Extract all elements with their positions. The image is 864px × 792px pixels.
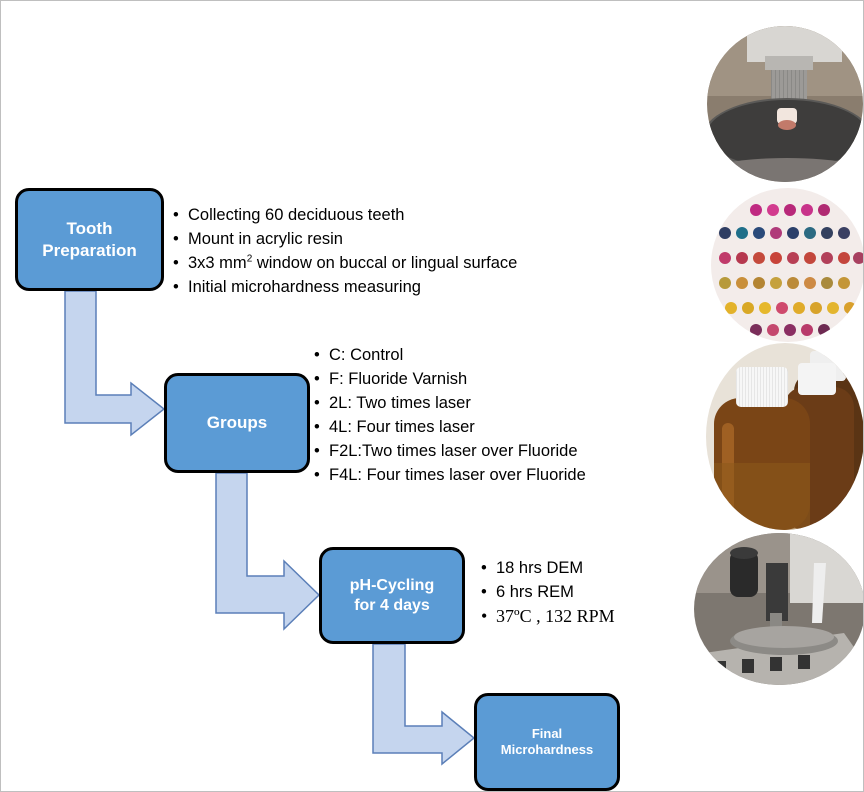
microhardness-tester-photo — [707, 26, 863, 182]
arrow-tooth-to-groups — [64, 290, 166, 437]
list-item: Collecting 60 deciduous teeth — [173, 203, 517, 227]
list-item: F4L: Four times laser over Fluoride — [314, 463, 586, 487]
step-final-line2: Microhardness — [500, 742, 594, 757]
mounted-teeth-samples-photo — [711, 188, 863, 342]
arrow-ph-to-final — [372, 643, 476, 766]
list-item: 6 hrs REM — [481, 580, 615, 604]
window-size-text: 3x3 mm — [188, 254, 247, 272]
groups-list: C: Control F: Fluoride Varnish 2L: Two t… — [314, 343, 586, 487]
amber-solution-bottles-photo — [706, 343, 863, 530]
step-final-line1: Final — [531, 725, 563, 741]
list-item: Mount in acrylic resin — [173, 227, 517, 251]
list-item: C: Control — [314, 343, 586, 367]
ph-cycling-list: 18 hrs DEM 6 hrs REM 37ºC , 132 RPM — [481, 556, 615, 628]
window-surface-text: window on buccal or lingual surface — [252, 254, 518, 272]
list-item: 37ºC , 132 RPM — [481, 604, 615, 628]
microhardness-indenter-photo — [694, 533, 863, 685]
list-item: Initial microhardness measuring — [173, 275, 517, 299]
step-ph-line2: for 4 days — [354, 596, 430, 614]
step-tooth-preparation: Tooth Preparation — [15, 188, 164, 291]
list-item: 18 hrs DEM — [481, 556, 615, 580]
step-groups-label: Groups — [206, 413, 268, 433]
tooth-preparation-list: Collecting 60 deciduous teeth Mount in a… — [173, 203, 517, 299]
step-tooth-line2: Preparation — [42, 240, 137, 260]
list-item: 3x3 mm2 window on buccal or lingual surf… — [173, 251, 517, 275]
step-groups: Groups — [164, 373, 310, 473]
list-item: 2L: Two times laser — [314, 391, 586, 415]
list-item: F: Fluoride Varnish — [314, 367, 586, 391]
squared-superscript: 2 — [246, 253, 253, 265]
step-tooth-line1: Tooth — [66, 219, 113, 239]
arrow-groups-to-ph — [215, 472, 321, 631]
list-item: 4L: Four times laser — [314, 415, 586, 439]
list-item: F2L:Two times laser over Fluoride — [314, 439, 586, 463]
step-final-microhardness: Final Microhardness — [474, 693, 620, 791]
step-ph-line1: pH-Cycling — [349, 576, 435, 594]
step-ph-cycling: pH-Cycling for 4 days — [319, 547, 465, 644]
